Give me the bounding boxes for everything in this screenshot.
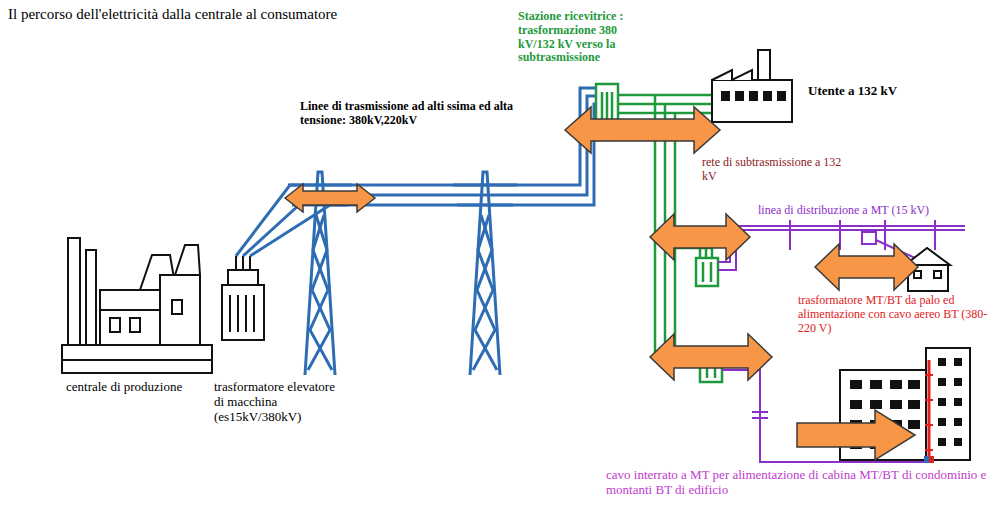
pole-transformer-label: trasformatore MT/BT da palo ed alimentaz… [798, 294, 993, 335]
station-label: Stazione ricevitrice : trasformazione 38… [518, 10, 640, 65]
mt-line-label: linea di distribuzione a MT (15 kV) [756, 204, 931, 218]
cable-label: cavo interrato a MT per alimentazione di… [606, 468, 990, 498]
power-plant [62, 238, 212, 373]
plant-label: centrale di produzione [66, 380, 191, 395]
transformer-label: trasformatore elevatore di macchina (es1… [214, 380, 339, 425]
user-label: Utente a 132 kV [808, 84, 968, 99]
buried-mt-cable [722, 370, 928, 462]
orange-arrow [285, 107, 918, 460]
diagram-title: Il percorso dell'elettricità dalla centr… [8, 6, 337, 23]
transmission-lines [236, 88, 596, 256]
step-up-transformer [222, 256, 264, 340]
pylon [453, 172, 517, 375]
line-label: Linee di trasmissione ad alti ssima ed a… [300, 100, 532, 128]
factory [712, 50, 792, 122]
network-label: rete di subtrasmissione a 132 kV [702, 156, 857, 184]
